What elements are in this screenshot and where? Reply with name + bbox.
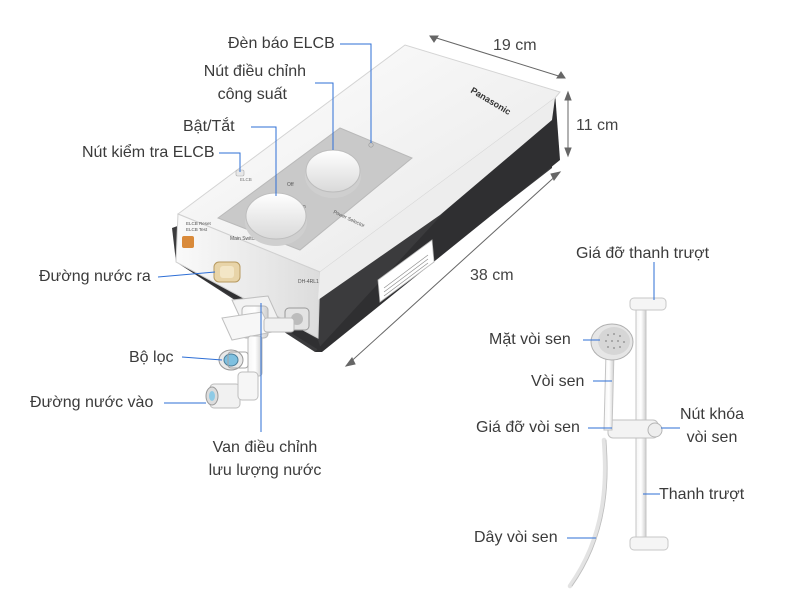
slide-bar-bottom-holder: [629, 536, 669, 551]
elcb-test-text: ELCB Test: [186, 227, 208, 232]
label-slide-bar-holder: Giá đỡ thanh trượt: [576, 245, 710, 262]
slide-bar-top-holder: [629, 297, 667, 311]
water-outlet-fitting: [213, 261, 241, 283]
label-slide-bar: Thanh trượt: [659, 486, 745, 503]
label-water-outlet: Đường nước ra: [39, 268, 151, 285]
label-power-adjust-2: công suất: [217, 86, 287, 103]
label-shower-head: Vòi sen: [531, 373, 585, 390]
label-flow-valve-2: lưu lượng nước: [208, 462, 322, 479]
label-elcb-test-button: Nút kiểm tra ELCB: [82, 144, 215, 161]
label-hose: Dây vòi sen: [474, 529, 558, 546]
on-off-knob[interactable]: [245, 192, 307, 246]
filter-element: [218, 349, 249, 371]
label-power-adjust-1: Nút điều chỉnh: [203, 63, 306, 80]
dimension-lines: [344, 35, 572, 367]
dim-width: 19 cm: [493, 37, 537, 54]
model-number: DH-4RL1: [298, 279, 319, 285]
shower-holder[interactable]: [607, 419, 663, 439]
outlet-copper: [182, 236, 194, 248]
shower-hose: [567, 437, 608, 589]
label-elcb-indicator: Đèn báo ELCB: [228, 35, 335, 52]
elcb-reset-text: ELCB Reset: [186, 221, 212, 226]
water-heater-unit: Panasonic Main Switch Power Selector On …: [172, 44, 561, 352]
label-lock-knob-1: Nút khóa: [679, 406, 745, 423]
shower-set: [567, 297, 669, 589]
label-flow-valve-1: Van điều chỉnh: [212, 439, 318, 456]
label-shower-face: Mặt vòi sen: [489, 331, 571, 348]
label-filter: Bộ lọc: [129, 349, 174, 366]
elcb-indicator-light: [368, 142, 374, 148]
shower-handle: [603, 351, 615, 431]
power-adjust-knob[interactable]: [305, 149, 361, 198]
power-off-text: Off: [287, 182, 294, 188]
label-lock-knob-2: vòi sen: [686, 429, 738, 446]
valve-assembly: [205, 295, 295, 409]
label-on-off: Bật/Tắt: [183, 118, 235, 135]
shower-head[interactable]: [590, 323, 634, 361]
label-water-inlet: Đường nước vào: [30, 394, 154, 411]
water-inlet-fitting: [205, 371, 259, 409]
main-switch-text: Main Switch: [230, 236, 257, 242]
dim-height: 38 cm: [470, 267, 514, 284]
leader-lines: [157, 43, 680, 539]
lock-knob[interactable]: [647, 422, 663, 438]
elcb-indicator-tag: ELCB: [240, 177, 252, 182]
label-shower-holder: Giá đỡ vòi sen: [476, 419, 580, 436]
dim-depth: 11 cm: [576, 117, 619, 134]
